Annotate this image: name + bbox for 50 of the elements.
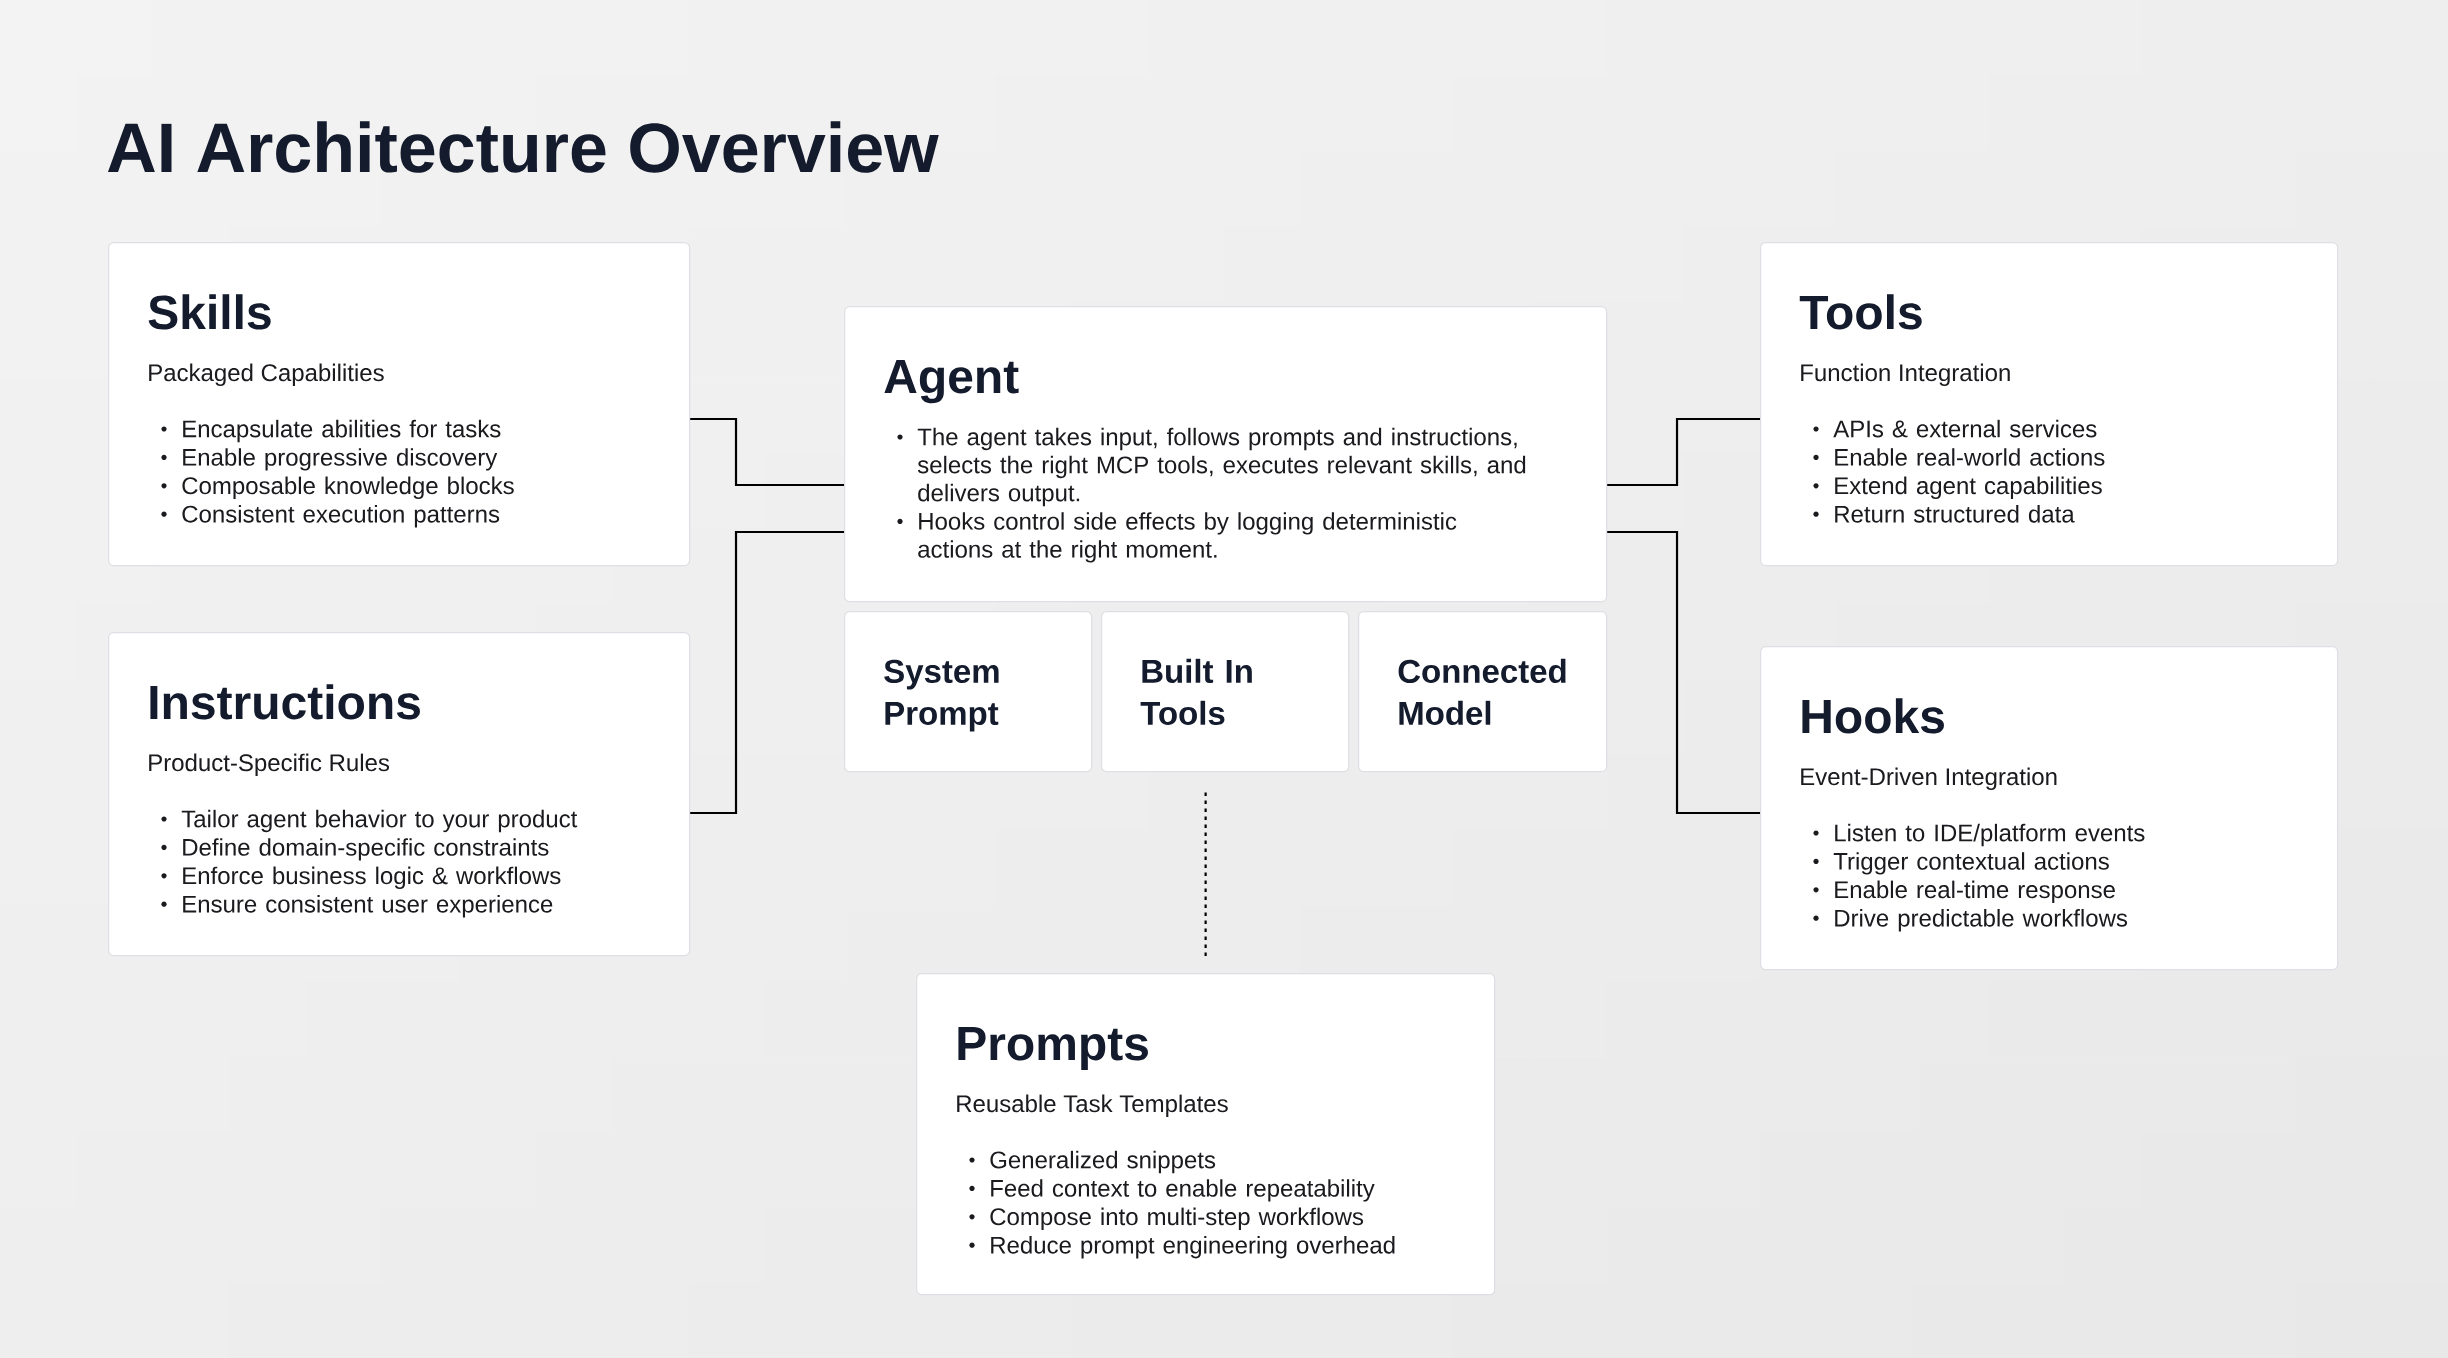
bullet-text: Composable knowledge blocks	[182, 476, 514, 499]
component-tile	[1358, 611, 1608, 773]
bullet-text: Enable progressive discovery	[183, 448, 498, 471]
connector-line	[690, 530, 844, 815]
bullet-text: Enforce business logic & workflows	[183, 866, 561, 889]
bullet-text: Generalized snippets	[990, 1150, 1216, 1174]
bullet-text: Hooks control side effects by logging deterministic actions at the right moment.	[918, 512, 1457, 563]
page-title: AI Architecture Overview	[107, 121, 939, 173]
connector-line	[1607, 417, 1761, 487]
card-subtitle: Function Integration	[1801, 363, 2010, 386]
bullet-text: Feed context to enable repeatability	[991, 1179, 1375, 1202]
component-tile	[844, 611, 1093, 773]
bullet-text: Tailor agent behavior to your product	[181, 809, 578, 833]
card-title: Instructions	[150, 684, 420, 720]
info-card	[916, 973, 1496, 1296]
bullet-text: The agent takes input, follows prompts and instructions, selects the right MCP tools, executes relevant skills, and delivers output.	[917, 427, 1526, 507]
card-subtitle: Packaged Capabilities	[149, 363, 384, 386]
bullet-text: Ensure consistent user experience	[183, 895, 553, 918]
bullet-text: Listen to IDE/platform events	[1835, 823, 2145, 847]
card-subtitle: Event-Driven Integration	[1801, 767, 2057, 790]
bullet-text: Return structured data	[1835, 505, 2075, 523]
bullet-text: Enable real-time response	[1835, 880, 2115, 903]
card-title: Skills	[148, 294, 271, 330]
info-card	[844, 306, 1608, 603]
card-title: Hooks	[1802, 698, 1944, 734]
tile-label: System Prompt	[884, 659, 999, 732]
info-card	[1760, 242, 2339, 567]
bullet-text: Trigger contextual actions	[1833, 852, 2109, 875]
connector-line	[690, 417, 844, 487]
bullet-text: Encapsulate abilities for tasks	[183, 419, 501, 443]
card-subtitle: Reusable Task Templates	[957, 1094, 1228, 1117]
connector-line	[1607, 530, 1761, 815]
bullet-text: Define domain-specific constraints	[183, 838, 549, 861]
card-title: Prompts	[958, 1027, 1148, 1070]
info-card	[108, 632, 691, 957]
tile-label: Built In Tools	[1140, 658, 1252, 726]
card-subtitle: Product-Specific Rules	[149, 753, 390, 776]
component-tile	[1101, 611, 1350, 773]
bullet-text: Extend agent capabilities	[1835, 476, 2102, 499]
bullet-text: Reduce prompt engineering overhead	[991, 1236, 1395, 1259]
bullet-text: APIs & external services	[1833, 419, 2097, 438]
bullet-text: Consistent execution patterns	[182, 505, 500, 528]
info-card	[1760, 646, 2339, 971]
info-card	[108, 242, 691, 567]
tile-label: Connected Model	[1398, 658, 1566, 726]
card-title: Tools	[1799, 294, 1922, 330]
bullet-text: Enable real-world actions	[1835, 448, 2105, 466]
bullet-text: Drive predictable workflows	[1835, 909, 2128, 932]
bullet-text: Compose into multi-step workflows	[990, 1207, 1364, 1230]
card-title: Agent	[884, 360, 1019, 404]
